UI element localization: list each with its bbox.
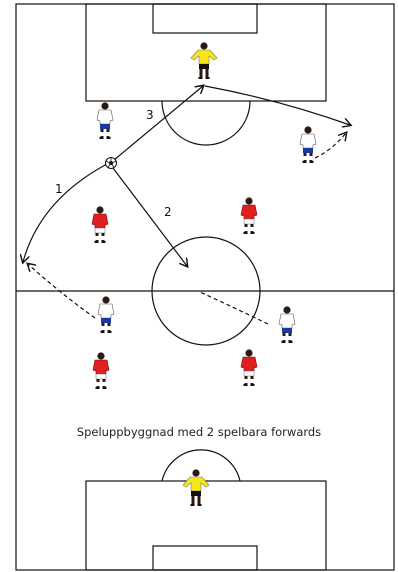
bottom-penalty-arc [161,449,241,482]
pass-arrows [23,86,350,266]
player-red-icon [92,351,110,390]
pass-label-3: 3 [146,108,154,122]
run-arrow-left [28,264,96,319]
pass-label-2: 2 [164,205,172,219]
diagram-caption: Speluppbyggnad med 2 spelbara forwards [76,425,322,439]
player-red-icon [240,196,258,235]
goalkeeper-bottom-icon [182,468,210,507]
bottom-goal-area [152,545,258,571]
top-penalty-arc [161,100,251,146]
player-white-icon [278,305,296,344]
player-red-icon [240,348,258,387]
player-red-icon [91,205,109,244]
run-arrow-center [199,291,269,325]
player-white-icon [299,125,317,164]
pass-label-1: 1 [55,182,63,196]
bottom-penalty-area [85,480,327,571]
pass-arrow-2 [112,167,187,266]
player-white-icon [97,295,115,334]
pass-arrow-1 [23,163,108,262]
player-white-icon [96,101,114,140]
center-circle [151,236,261,346]
soccer-ball-icon [105,157,117,169]
run-arrow-right-wing [314,133,346,159]
goalkeeper-top-icon [190,41,218,80]
run-arrows [28,133,346,325]
top-goal-area [152,3,258,34]
pass-arrow-switch [204,85,350,125]
pass-arrow-3 [113,86,203,161]
pitch-lines [15,3,395,571]
